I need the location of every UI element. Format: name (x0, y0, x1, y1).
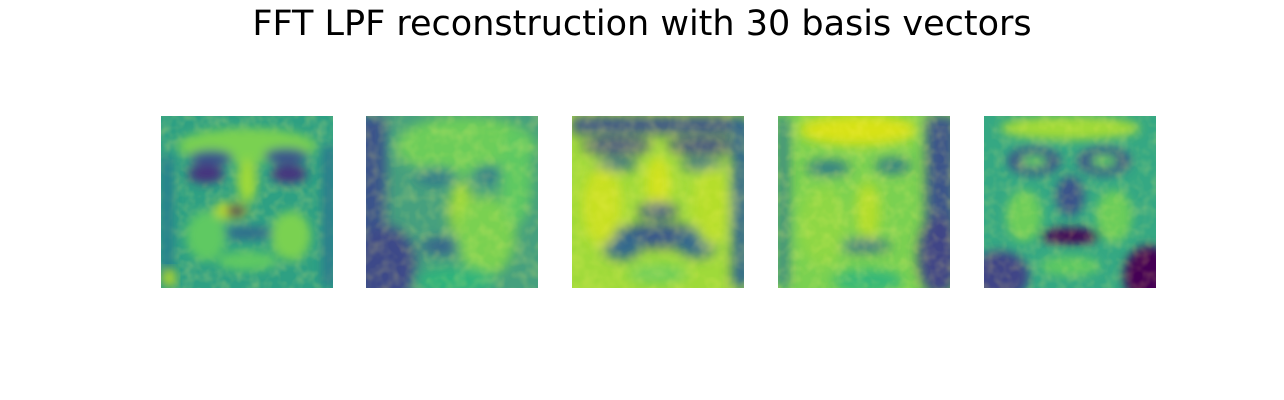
face-image-2-graphic (366, 116, 538, 288)
face-image-2 (366, 116, 538, 288)
face-image-5-graphic (984, 116, 1156, 288)
face-image-1-graphic (161, 116, 333, 288)
face-image-5 (984, 116, 1156, 288)
figure-title: FFT LPF reconstruction with 30 basis vec… (252, 4, 1032, 44)
face-image-4-graphic (778, 116, 950, 288)
face-image-1 (161, 116, 333, 288)
face-image-3-graphic (572, 116, 744, 288)
face-image-4 (778, 116, 950, 288)
face-image-3 (572, 116, 744, 288)
